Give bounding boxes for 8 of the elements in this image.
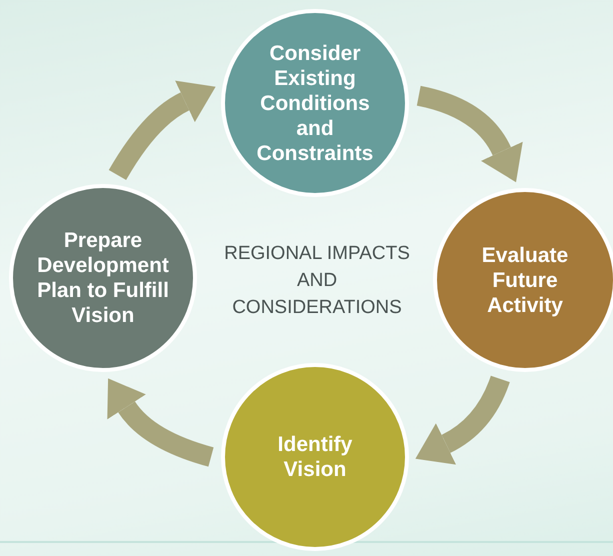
curved-arrow <box>106 379 214 467</box>
step-label: Consider Existing Conditions and Constraints <box>256 40 374 166</box>
center-title: REGIONAL IMPACTS AND CONSIDERATIONS <box>223 242 411 320</box>
step-label: Prepare Development Plan to Fulfill Vision <box>36 228 170 328</box>
curved-arrow <box>416 376 510 464</box>
curved-arrow <box>108 81 216 180</box>
step-label: Evaluate Future Activity <box>480 242 570 318</box>
step-label: Identify Vision <box>276 432 354 482</box>
